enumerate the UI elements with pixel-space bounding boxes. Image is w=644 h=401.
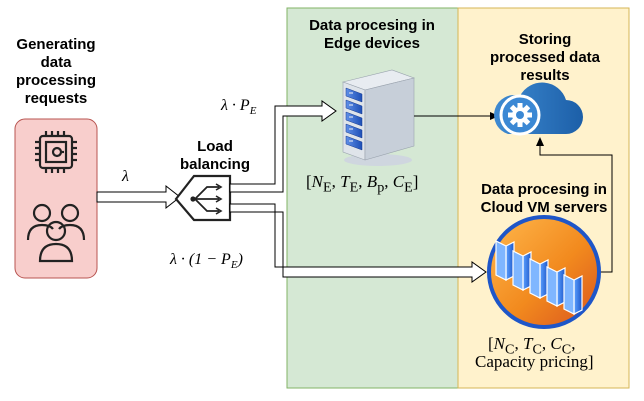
storage-zone-title: Storing processed data results: [489, 31, 601, 84]
cloud-rate-label: λ · (1 − PE): [170, 251, 243, 271]
edge-arrow: [229, 100, 337, 193]
cloud-rate-text: λ · (1 − P: [170, 251, 231, 268]
cloud-storage-gear-icon: [494, 82, 583, 136]
load-balancer-icon: [174, 174, 232, 222]
cloud-arrow: [229, 203, 487, 283]
cpu-chip-icon: [35, 131, 77, 173]
cloud-vm-servers-icon: [487, 215, 601, 329]
cloud-to-storage-arrow: [536, 137, 613, 273]
cloud-rate-close: ): [237, 251, 243, 268]
load-balancer-label: Load balancing: [179, 138, 250, 173]
cloud-rate-subscript: E: [230, 259, 238, 272]
arrival-arrow: [96, 184, 181, 210]
edge-server-icon: [341, 69, 416, 166]
edge-rate-text: λ · P: [221, 97, 250, 114]
edge-zone-title: Data procesing in Edge devices: [309, 17, 435, 52]
users-icon: [26, 203, 86, 263]
cloud-params-label-line1: [NC, TC, CC,: [488, 334, 576, 358]
cloud-zone-title: Data procesing in Cloud VM servers: [480, 181, 608, 216]
edge-zone: [286, 7, 459, 389]
arrival-rate-label: λ: [122, 168, 129, 185]
edge-params-label: [NE, TE, Bp, CE]: [306, 172, 419, 196]
edge-rate-label: λ · PE: [221, 97, 256, 117]
edge-rate-subscript: E: [249, 105, 257, 118]
cloud-params-label-line2: Capacity pricing]: [475, 352, 594, 371]
request-source-label: Generating data processing requests: [15, 36, 97, 107]
